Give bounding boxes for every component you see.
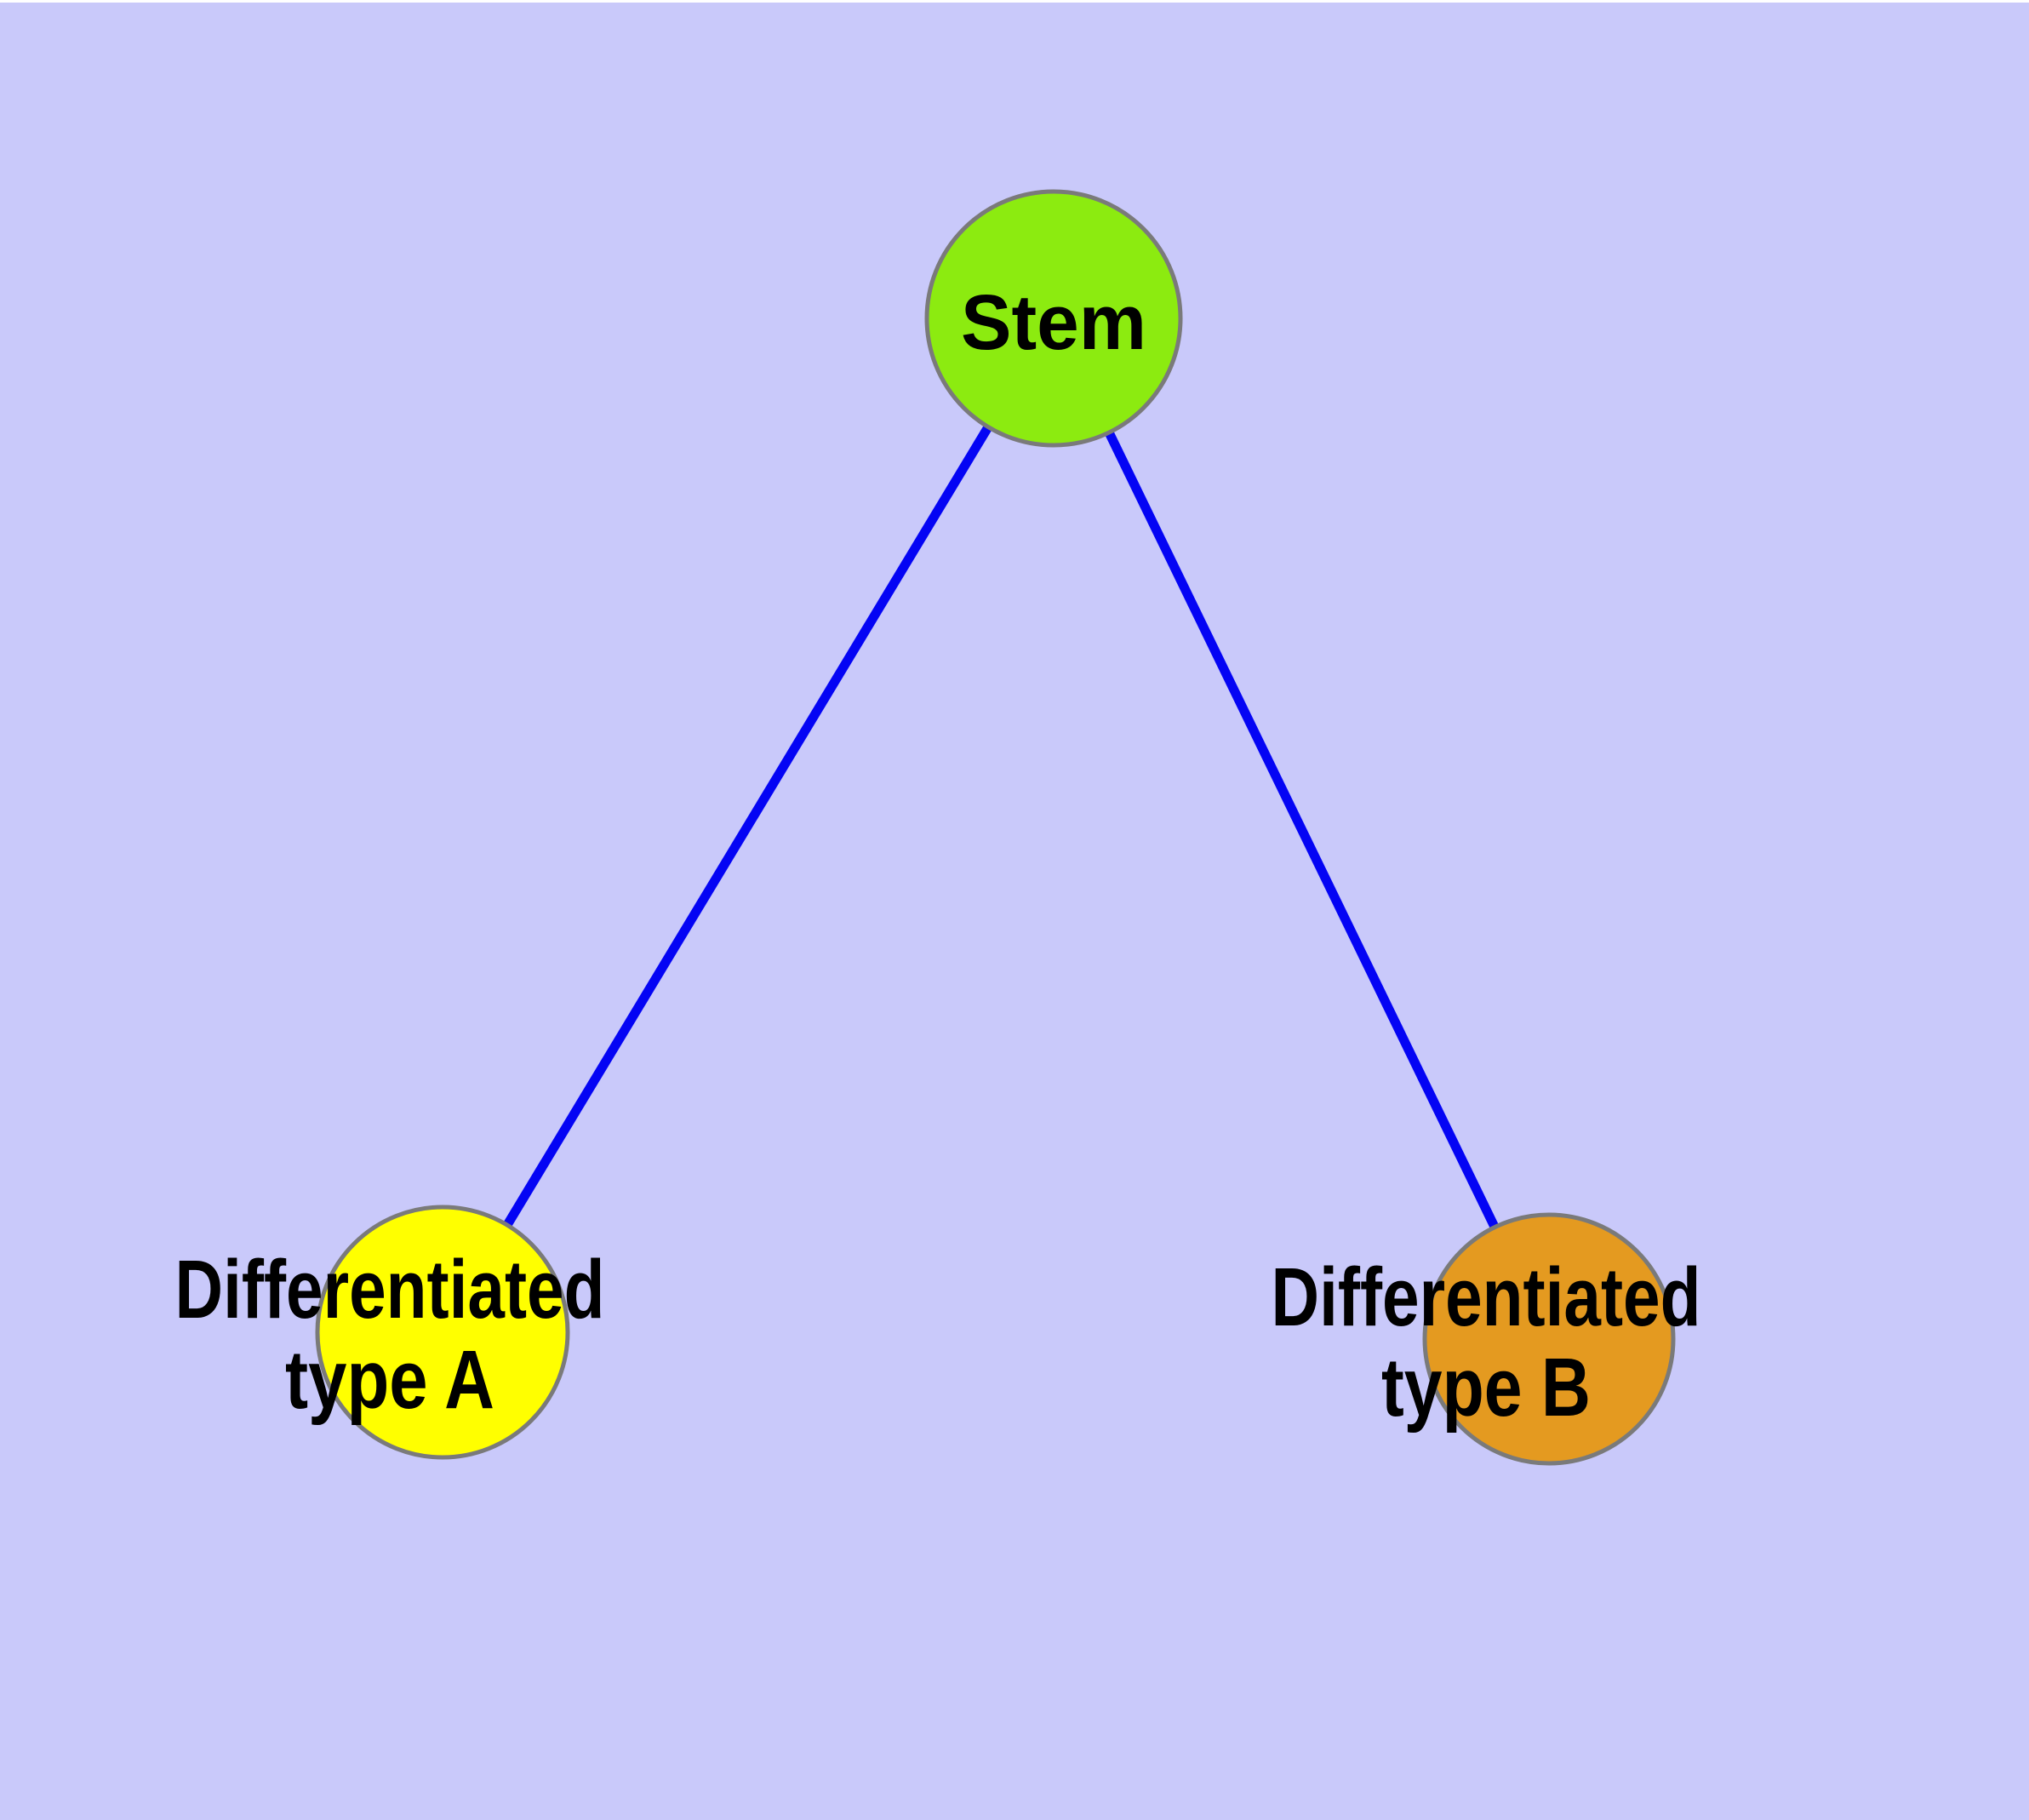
- window-top-edge: [0, 0, 2029, 3]
- node-typeB-label-line1: Differentiated: [1272, 1251, 1701, 1343]
- node-stem-label: Stem: [961, 279, 1146, 366]
- edge-stem-to-typeB: [1049, 316, 1553, 1342]
- node-differentiated-type-b[interactable]: [1422, 1212, 1676, 1466]
- node-typeA-label-line2: type A: [285, 1333, 494, 1426]
- node-stem[interactable]: [924, 189, 1183, 448]
- node-typeA-label-line1: Differentiated: [175, 1243, 605, 1336]
- node-differentiated-type-a[interactable]: [315, 1205, 570, 1460]
- edge-stem-to-typeA: [438, 316, 1058, 1335]
- node-typeB-label-line2: type B: [1381, 1341, 1591, 1434]
